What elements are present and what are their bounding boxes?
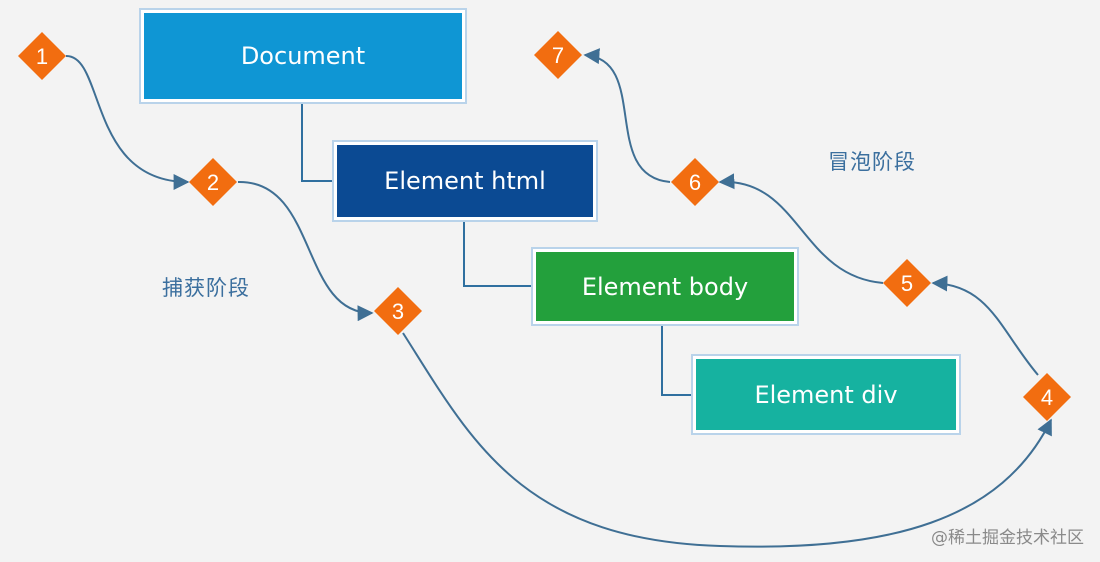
flow-arrow-4-5 — [931, 275, 1039, 376]
body-element-node-label: Element body — [581, 272, 749, 301]
document-node-label: Document — [240, 42, 366, 70]
html-element-node-label: Element html — [384, 167, 546, 195]
div-element-node: Element div — [691, 354, 961, 435]
step-marker-5: 5 — [883, 259, 931, 307]
bubble-phase-label: 冒泡阶段 — [828, 150, 916, 174]
flow-arrow-2-3 — [237, 180, 374, 322]
step-number-5: 5 — [901, 271, 913, 296]
div-element-node-label: Element div — [754, 380, 898, 409]
html-element-node: Element html — [332, 140, 598, 222]
step-markers: 1 2 3 4 5 6 7 — [18, 31, 1071, 421]
flow-arrow-3-4 — [402, 332, 1052, 548]
step-marker-1: 1 — [18, 32, 66, 80]
flow-arrow-1-2 — [65, 54, 190, 190]
step-number-2: 2 — [207, 170, 219, 195]
step-marker-7: 7 — [534, 31, 582, 79]
watermark: @稀土掘金技术社区 — [931, 528, 1084, 548]
flow-arrow-5-6 — [718, 173, 884, 284]
flow-arrow-6-7 — [583, 48, 671, 183]
body-element-node: Element body — [531, 247, 799, 326]
step-number-4: 4 — [1041, 385, 1053, 410]
step-number-3: 3 — [392, 299, 404, 324]
step-number-7: 7 — [552, 43, 564, 68]
step-marker-2: 2 — [189, 158, 237, 206]
step-marker-4: 4 — [1023, 373, 1071, 421]
capture-phase-label: 捕获阶段 — [162, 276, 250, 300]
step-number-1: 1 — [36, 44, 48, 69]
document-node: Document — [139, 8, 467, 104]
connector-html-body — [463, 220, 533, 287]
flow-arrows — [65, 48, 1052, 548]
connector-document-html — [301, 102, 334, 182]
connector-body-div — [661, 324, 693, 396]
step-number-6: 6 — [689, 170, 701, 195]
step-marker-6: 6 — [671, 158, 719, 206]
tree-connectors — [301, 102, 693, 396]
step-marker-3: 3 — [374, 287, 422, 335]
